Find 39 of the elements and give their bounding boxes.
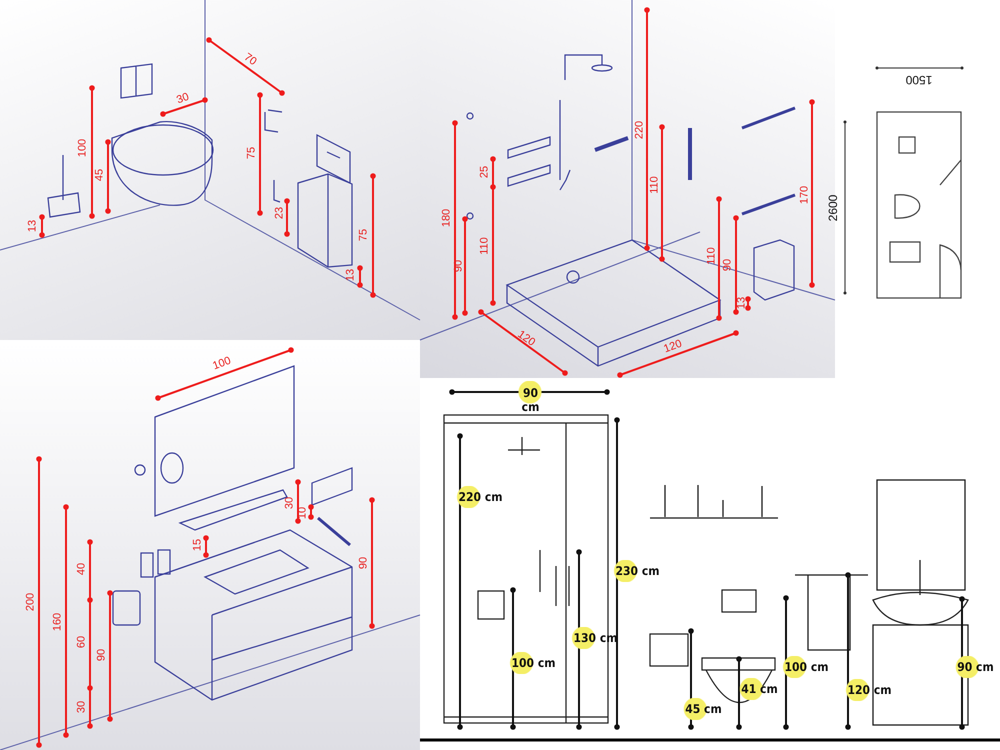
dimension-label: 13: [736, 296, 748, 310]
dimension-label: 30: [284, 496, 296, 510]
dimension-label: 13: [346, 268, 356, 282]
dimension-label: 230 cm: [612, 560, 662, 582]
dimension-label: 180: [442, 208, 452, 228]
dimension-label: 13: [28, 220, 38, 232]
dimension-label: 170: [800, 186, 810, 204]
dimension-label: 100 cm: [782, 656, 830, 678]
dimension-label: 110: [480, 237, 490, 255]
dimension-label: 200: [26, 592, 36, 612]
dimension-label: 23: [274, 206, 286, 220]
dimension-label: 120: [515, 329, 537, 349]
dimension-label: 120 cm: [844, 679, 894, 701]
dimension-label: 100: [78, 138, 88, 158]
dimension-label: 10: [298, 506, 308, 520]
dimension-label: 1500: [906, 74, 932, 86]
dimension-label: 90: [358, 556, 370, 570]
dimension-label: 45: [94, 168, 106, 182]
dimension-label: 15: [192, 538, 204, 552]
dimension-label: 90: [454, 260, 464, 272]
dimension-label: 100 cm: [508, 652, 558, 674]
dimension-label: 90: [96, 648, 108, 662]
dimension-label: 75: [246, 146, 258, 160]
dimension-label: 25: [480, 166, 490, 178]
dimension-label: 90: [722, 258, 734, 272]
dimension-label: 2600: [827, 194, 839, 222]
dimension-label: 30: [76, 700, 88, 714]
dimension-label: 70: [242, 52, 258, 68]
dimension-label: 110: [650, 176, 660, 194]
dimension-label: 220 cm: [456, 486, 504, 508]
dimension-label: 60: [76, 636, 88, 648]
dimension-label: 160: [52, 612, 64, 632]
dimension-label: 220: [634, 120, 646, 140]
dimension-label: 40: [76, 562, 88, 576]
dimension-label: 100: [212, 356, 232, 372]
dimension-label: 30: [175, 92, 191, 106]
dimension-label: 120: [662, 338, 684, 356]
dimension-label: 110: [706, 247, 718, 265]
dimension-label: 75: [358, 228, 370, 242]
